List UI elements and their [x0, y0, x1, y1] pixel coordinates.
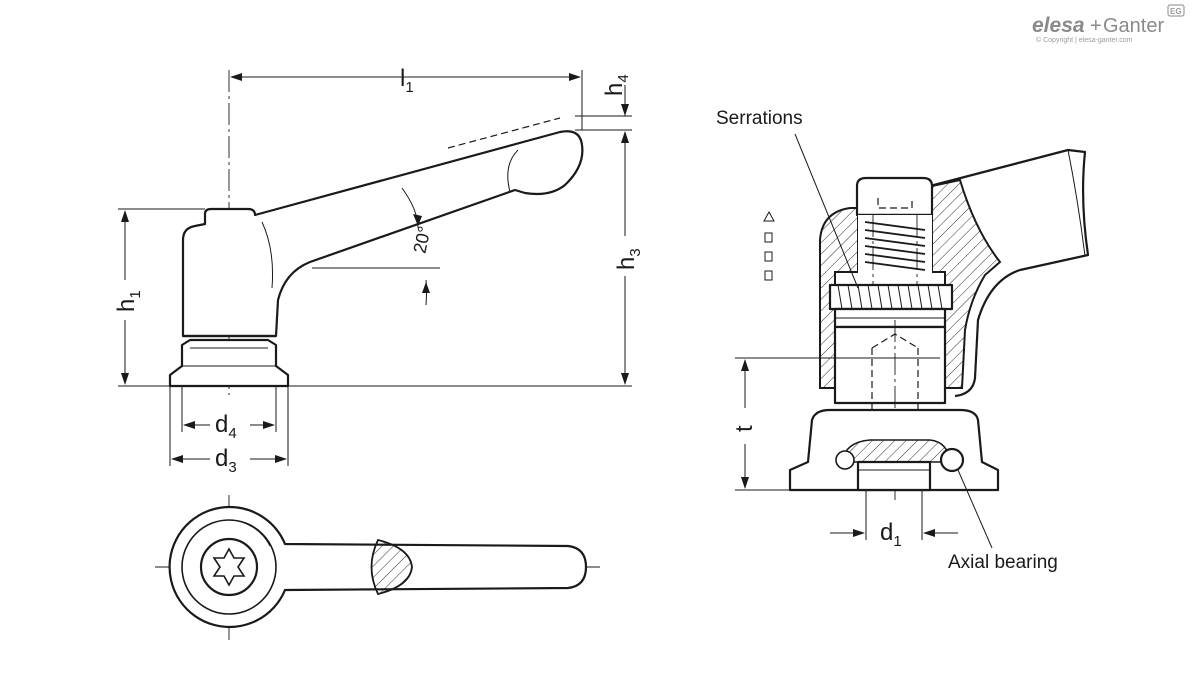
section-housing-right [931, 178, 1002, 389]
brand-corner-mark: EG [1170, 7, 1182, 16]
dim-d3: d3 [169, 386, 289, 476]
l1-label: l1 [400, 65, 414, 96]
top-section-hatch [370, 538, 413, 596]
l1-arrow-right [569, 73, 581, 81]
angle-arrow [413, 214, 422, 226]
h3-label: h3 [613, 248, 644, 270]
brand-copyright: © Copyright | elesa-ganter.com [1036, 36, 1133, 44]
h3-arrow-bottom [621, 373, 629, 385]
t-arrow-top [741, 359, 749, 371]
dim-h1: h1 [110, 208, 205, 385]
t-label-bg [730, 408, 760, 444]
d4-label-bg [210, 410, 250, 436]
d3-arrow-left [171, 455, 183, 463]
lever-dashed-top [447, 117, 561, 149]
d1-arrow-right [923, 529, 935, 537]
h3-arrow-top [621, 131, 629, 143]
dim-d1: d1 [830, 490, 958, 550]
hub-contour [261, 221, 274, 289]
dim-d4: d4 [181, 386, 277, 442]
section-symbols [763, 210, 775, 281]
h1-arrow-bottom [121, 373, 129, 385]
d4-label: d4 [215, 411, 237, 442]
brand-name-left: elesa [1032, 14, 1085, 37]
callout-axial-bearing: Axial bearing [948, 469, 1058, 573]
t-arrow-bottom [741, 477, 749, 489]
serrations-leader [794, 133, 859, 289]
section-base-insert [856, 460, 932, 492]
dim-t: t [730, 357, 940, 491]
dim-l1: l1 [230, 65, 583, 130]
section-housing-left [819, 207, 859, 389]
angle-arrow-2 [422, 282, 430, 293]
spring-coils [864, 221, 926, 271]
d4-arrow-left [183, 421, 195, 429]
bearing-ball [939, 447, 965, 473]
h4-arrow [621, 104, 629, 116]
d3-label: d3 [215, 445, 237, 476]
spring [858, 215, 932, 285]
side-view: 20° [168, 70, 584, 395]
brand-logo: elesa + Ganter EG © Copyright | elesa-ga… [1032, 4, 1185, 44]
d1-arrow-left [853, 529, 865, 537]
dim-h4: h4 [575, 74, 632, 131]
section-view [788, 148, 1090, 500]
brand-name-right: Ganter [1103, 15, 1164, 37]
threaded-insert [833, 325, 947, 405]
d3-label-bg [210, 444, 250, 470]
h1-label-bg [110, 280, 140, 320]
top-view [155, 495, 600, 640]
dim-h3: h3 [610, 131, 644, 385]
torx-socket-icon [212, 547, 246, 587]
lever-body [181, 130, 584, 338]
square-symbol-icon-2 [764, 251, 773, 262]
bearing-ball-left [835, 450, 855, 470]
brand-corner-box [1167, 4, 1185, 17]
l1-arrow-left [230, 73, 242, 81]
serrations-label: Serrations [716, 108, 803, 129]
square-symbol-icon [764, 232, 773, 243]
section-lever-arm [929, 148, 1090, 398]
h3-label-bg [610, 236, 640, 276]
top-screw-head [199, 537, 259, 597]
h1-label: h1 [113, 290, 144, 312]
axial-bearing-leader [957, 469, 993, 549]
d1-label: d1 [880, 519, 902, 550]
screw-socket-hidden [877, 198, 913, 209]
serration-teeth [837, 284, 943, 310]
top-hub-arc [228, 519, 271, 547]
brand-plus: + [1090, 15, 1102, 37]
square-symbol-icon-3 [764, 270, 773, 281]
section-lever-end [1067, 149, 1086, 257]
section-base-hatch [841, 439, 951, 463]
callout-serrations: Serrations [716, 108, 859, 289]
screw-head [855, 176, 934, 217]
h1-arrow-top [121, 210, 129, 222]
base-flange [168, 338, 290, 388]
d4-arrow-right [263, 421, 275, 429]
h4-label: h4 [601, 74, 632, 96]
triangle-symbol-icon [763, 210, 775, 222]
grip-contour [507, 149, 519, 193]
t-label: t [731, 425, 758, 432]
d3-arrow-right [275, 455, 287, 463]
axial-bearing-label: Axial bearing [948, 552, 1058, 573]
angle-label: 20° [410, 224, 435, 255]
